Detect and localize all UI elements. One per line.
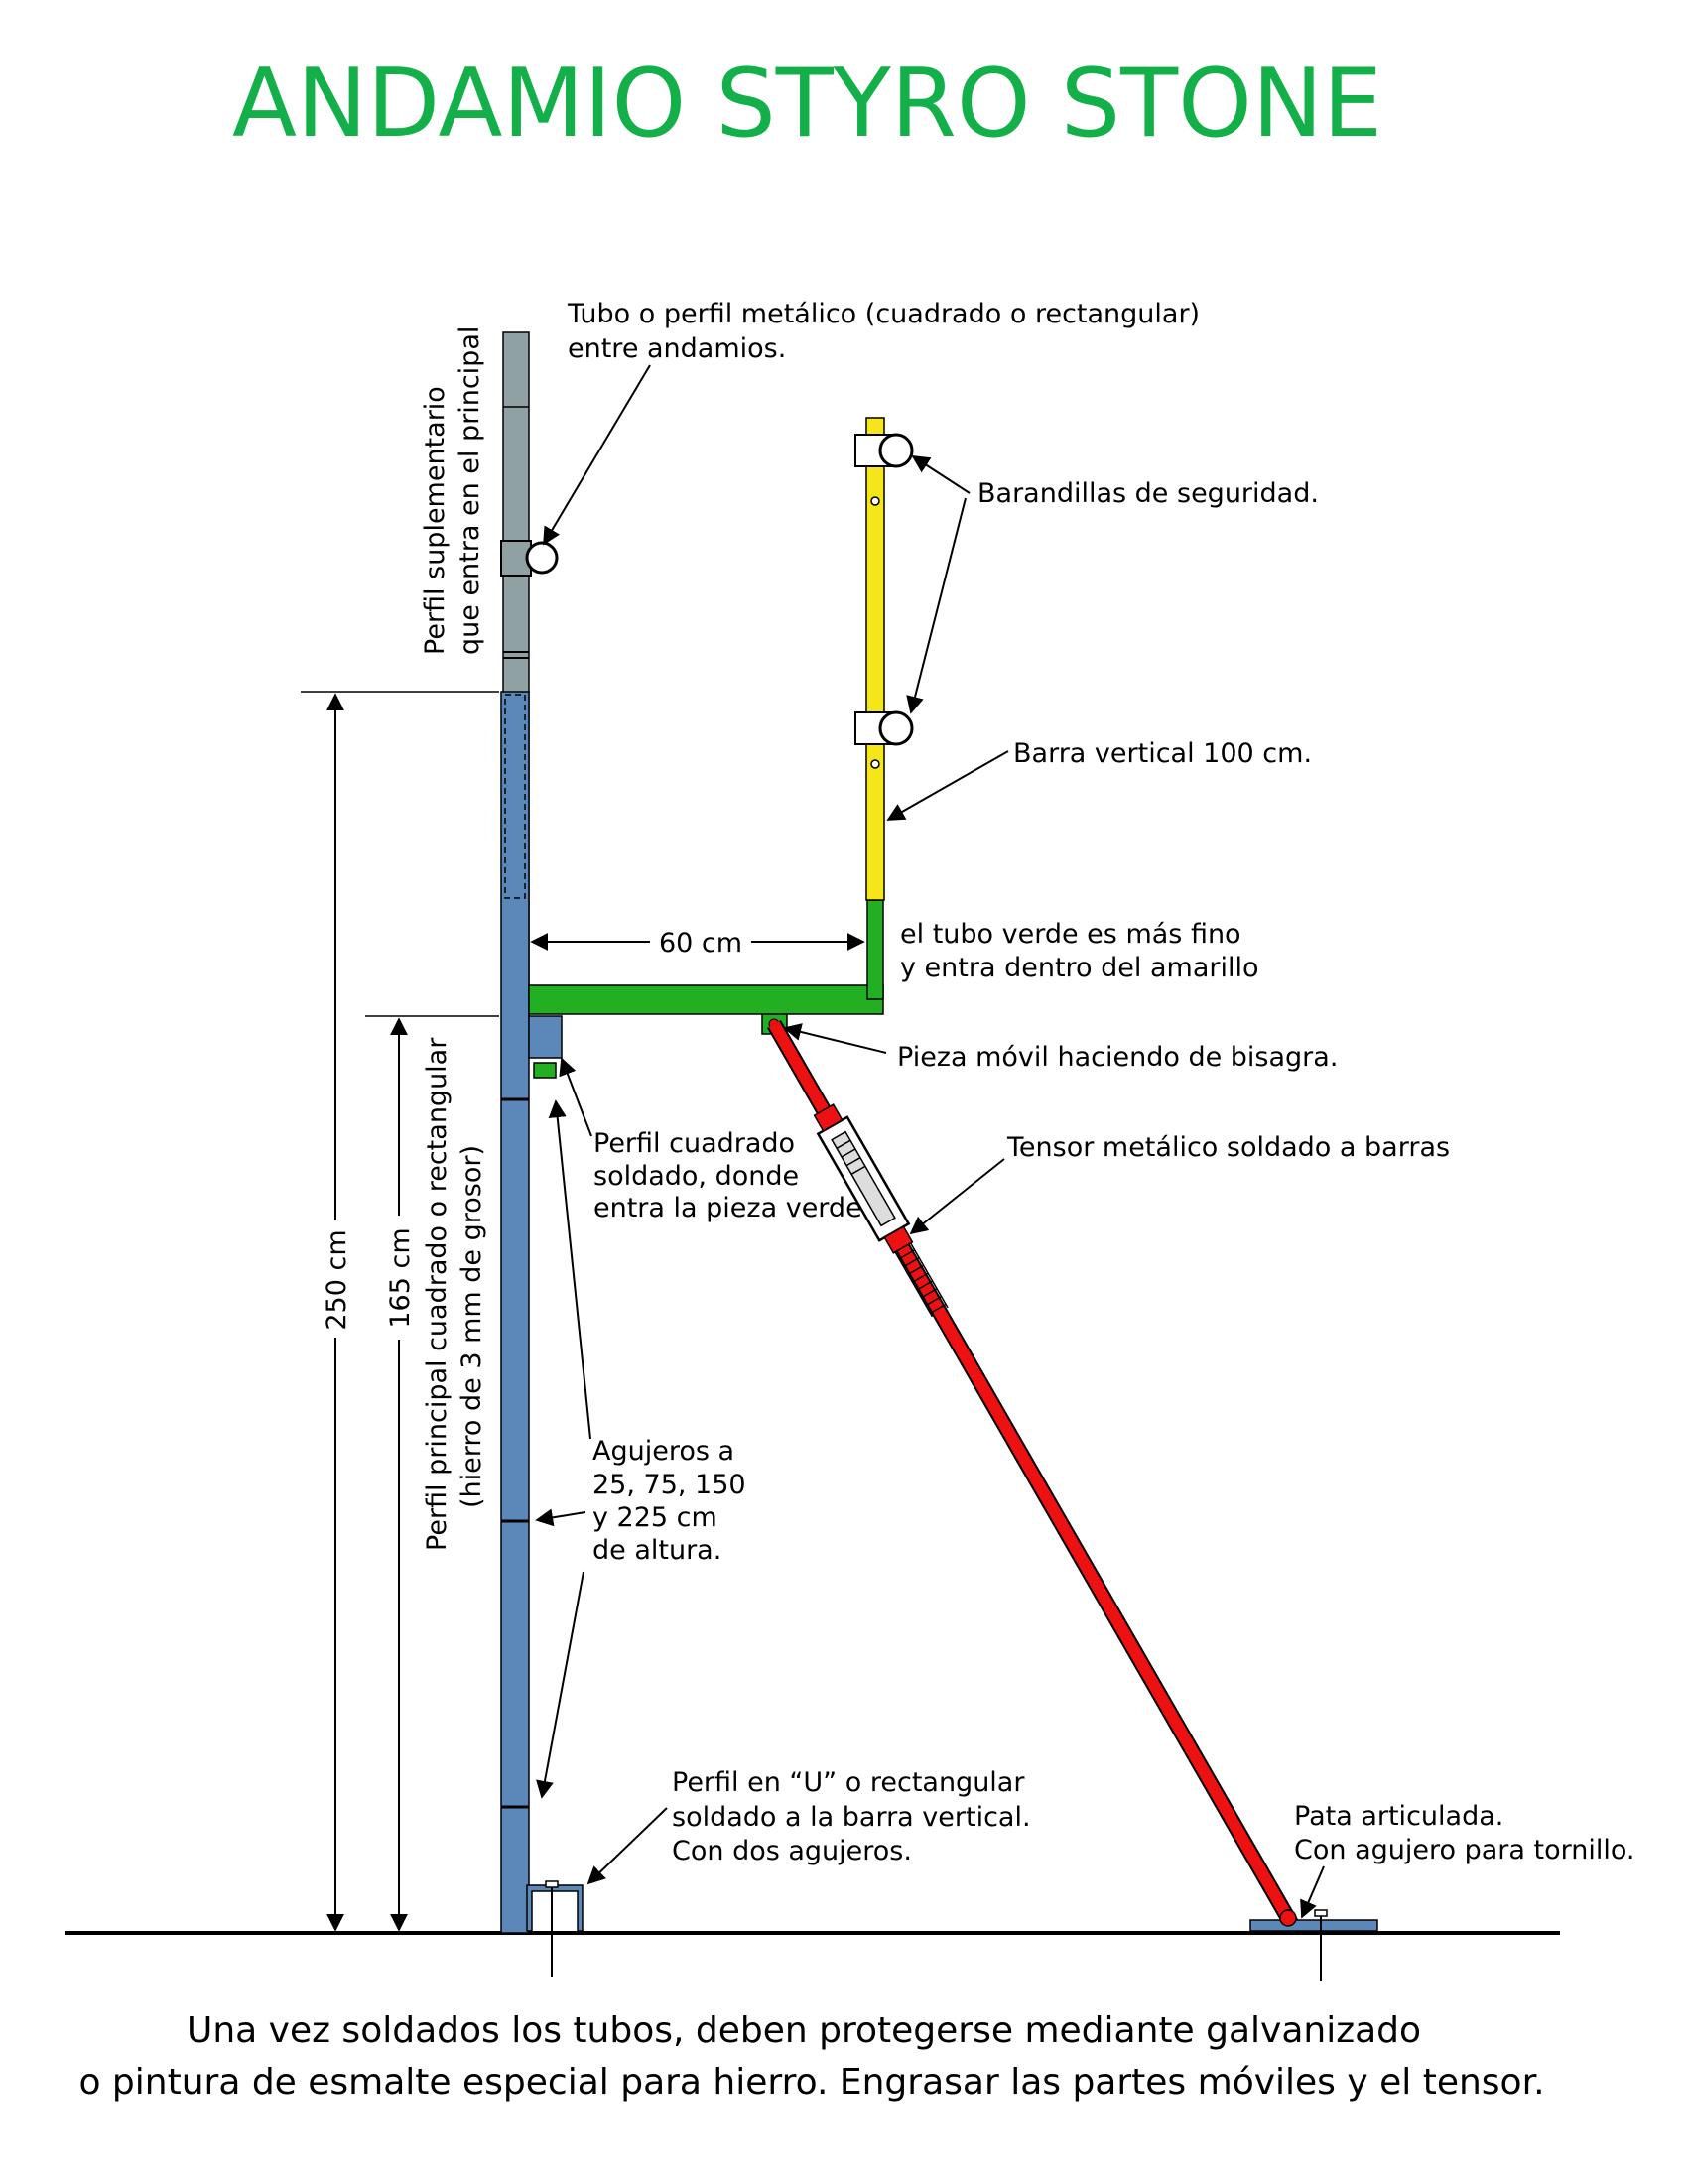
yellow-railing-post	[865, 417, 885, 901]
supplementary-label-1: Perfil suplementario	[420, 386, 451, 655]
footer-line-2: o pintura de esmalte especial para hierr…	[78, 2062, 1544, 2103]
main-profile-label-1: Perfil principal cuadrado o rectangular	[422, 1037, 453, 1551]
tube-between-scaffolds	[500, 540, 559, 577]
main-profile-label-2: (hierro de 3 mm de grosor)	[456, 1145, 487, 1508]
safety-rail-top	[854, 433, 914, 468]
turnbuckle	[813, 1103, 949, 1318]
barandillas-label: Barandillas de seguridad.	[977, 478, 1319, 509]
green-tube-label-2: y entra dentro del amarillo	[900, 953, 1259, 983]
square-profile-label-1: Perfil cuadrado	[593, 1128, 795, 1159]
page-title: ANDAMIO STYRO STONE	[232, 50, 1382, 159]
square-profile-leader	[559, 1057, 592, 1137]
u-profile-label-2: soldado a la barra vertical.	[672, 1802, 1031, 1833]
square-profile-label-2: soldado, donde	[593, 1161, 799, 1192]
square-profile-label-3: entra la pieza verde	[593, 1193, 862, 1223]
hinge-leader	[783, 1023, 887, 1054]
dimension-165-label: 165 cm	[385, 1227, 416, 1328]
vertical-bar-label: Barra vertical 100 cm.	[1013, 738, 1312, 769]
holes-label-1: Agujeros a	[592, 1436, 734, 1467]
holes-label-4: de altura.	[592, 1535, 721, 1566]
dimension-165: 165 cm	[365, 1015, 499, 1932]
barandillas-leader-top	[911, 455, 971, 494]
supplementary-label-2: que entra en el principal	[454, 326, 485, 655]
tensor-leader	[909, 1158, 1005, 1235]
holes-label-2: 25, 75, 150	[592, 1470, 746, 1500]
square-receiver	[528, 1015, 563, 1059]
u-profile	[526, 1880, 584, 1977]
vertical-bar-leader	[886, 750, 1009, 821]
dimension-250-label: 250 cm	[322, 1229, 352, 1330]
green-tube-label-1: el tubo verde es más fino	[900, 919, 1241, 950]
hinge-label: Pieza móvil haciendo de bisagra.	[897, 1042, 1338, 1073]
green-insert	[533, 1062, 557, 1079]
u-profile-label-1: Perfil en “U” o rectangular	[672, 1767, 1025, 1798]
safety-rail-bottom	[854, 710, 914, 746]
u-profile-label-3: Con dos agujeros.	[672, 1836, 912, 1866]
barandillas-leader-bottom	[906, 497, 967, 714]
holes-leader-bottom	[536, 1571, 584, 1799]
tube-leader	[543, 364, 651, 546]
holes-leader-top	[548, 1099, 591, 1440]
main-post	[500, 691, 530, 1934]
foot-label-2: Con agujero para tornillo.	[1294, 1835, 1634, 1865]
foot-label-1: Pata articulada.	[1294, 1801, 1503, 1832]
articulated-foot	[1249, 1909, 1378, 1981]
foot-leader	[1300, 1865, 1325, 1919]
dimension-60: 60 cm	[530, 928, 865, 959]
tube-label-2: entre andamios.	[568, 333, 786, 364]
u-profile-leader	[586, 1807, 668, 1885]
green-platform	[528, 899, 884, 1015]
tensor-label: Tensor metálico soldado a barras	[1006, 1132, 1450, 1163]
holes-label-3: y 225 cm	[592, 1502, 717, 1533]
tube-label-1: Tubo o perfil metálico (cuadrado o recta…	[567, 299, 1200, 329]
dimension-250: 250 cm	[301, 691, 499, 1932]
footer-line-1: Una vez soldados los tubos, deben proteg…	[187, 2010, 1421, 2051]
dimension-60-label: 60 cm	[659, 928, 742, 959]
holes-leader-mid	[535, 1508, 586, 1527]
